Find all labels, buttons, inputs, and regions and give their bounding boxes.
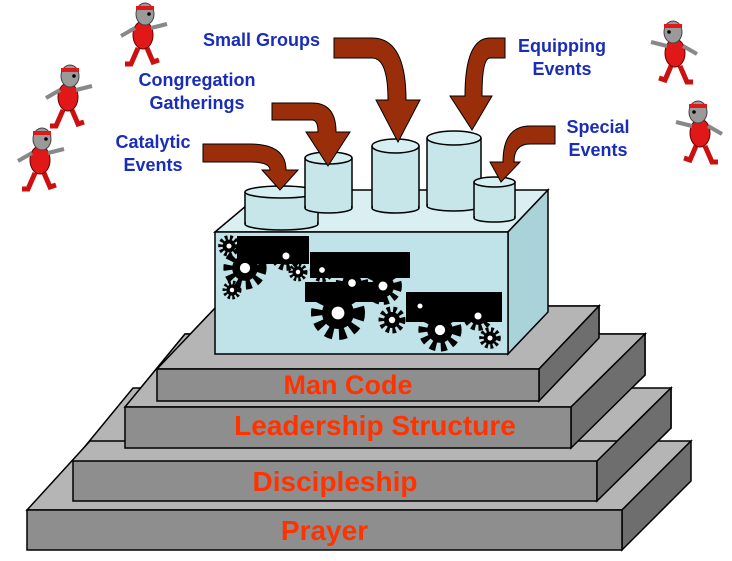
arrow-small-groups <box>333 37 421 144</box>
running-figure-icon <box>18 128 64 189</box>
running-figure-icon <box>676 101 722 162</box>
tier-label-prayer: Prayer <box>280 515 369 546</box>
running-figure-icon <box>651 21 697 82</box>
label-small-groups: Small Groups <box>203 30 321 50</box>
cylinder-special <box>473 176 516 223</box>
tier-label-discipleship: Discipleship <box>252 466 418 497</box>
arrow-catalytic <box>202 143 300 191</box>
label-equipping-events: Equipping Events <box>518 36 606 79</box>
cylinder-small-groups <box>371 138 420 214</box>
label-catalytic-events: Catalytic Events <box>115 132 191 175</box>
tier-label-leadership-structure: Leadership Structure <box>234 410 516 441</box>
running-figure-icon <box>121 3 167 64</box>
tier-label-man-code: Man Code <box>283 370 413 400</box>
label-special-events: Special Events <box>566 117 630 160</box>
arrow-congregation <box>271 102 351 167</box>
arrow-equipping <box>449 37 506 131</box>
running-figure-icon <box>46 65 92 126</box>
label-congregation-gatherings: Congregation Gatherings <box>138 70 256 113</box>
gear-mechanism <box>221 236 502 346</box>
cylinder-equipping <box>426 130 482 212</box>
arrow-special <box>489 125 556 183</box>
